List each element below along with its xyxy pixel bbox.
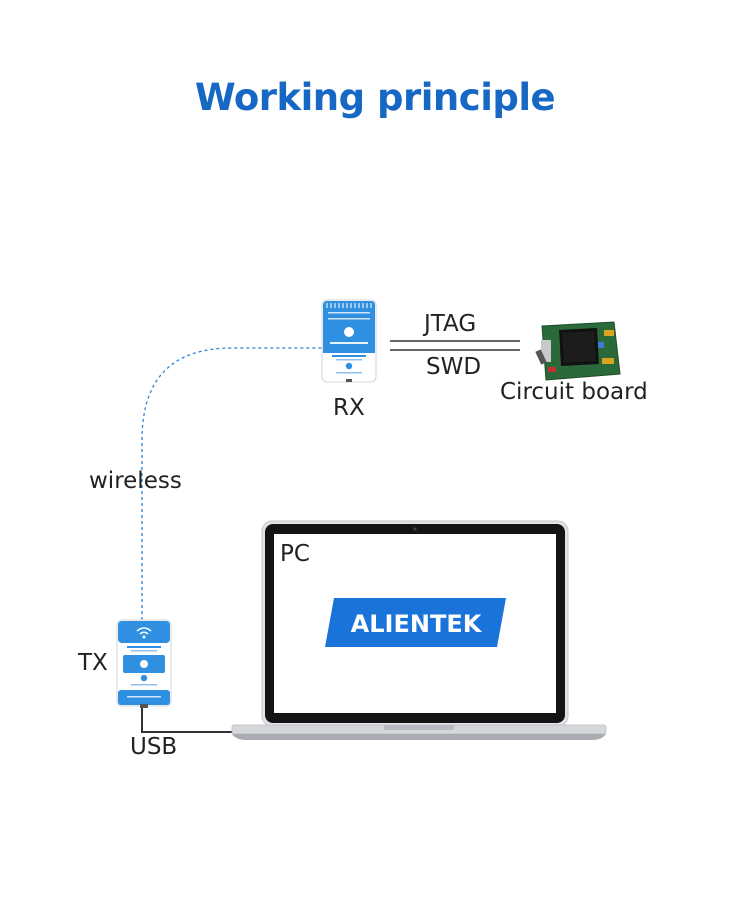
circuit-board-image (535, 321, 621, 381)
usb-cable (141, 708, 232, 733)
rx-device (321, 299, 377, 383)
jtag-swd-connection (390, 340, 520, 351)
tx-label: TX (78, 650, 108, 676)
alientek-logo-text: ALIENTEK (351, 610, 483, 638)
usb-label: USB (130, 734, 178, 760)
wireless-link-line (141, 347, 322, 620)
jtag-label: JTAG (424, 311, 477, 337)
wifi-icon (136, 627, 152, 635)
circuit-board-label: Circuit board (500, 379, 648, 405)
wireless-label: wireless (89, 468, 182, 494)
tx-device (116, 619, 172, 708)
alientek-logo (325, 598, 506, 647)
pc-label: PC (280, 541, 310, 567)
swd-label: SWD (426, 354, 482, 380)
rx-label: RX (333, 395, 365, 421)
page-title: Working principle (194, 76, 556, 119)
